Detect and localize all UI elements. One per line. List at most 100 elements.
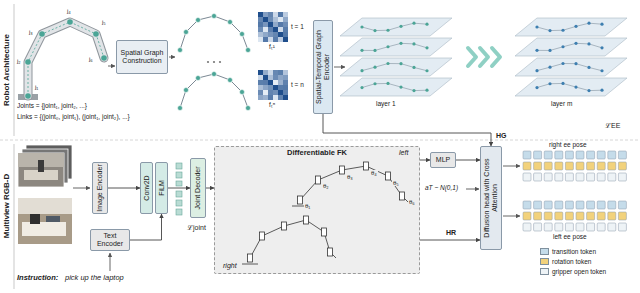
matrix-cell bbox=[273, 70, 278, 75]
node-text: Image Encoder bbox=[96, 164, 104, 212]
token bbox=[618, 212, 626, 220]
matrix-cell bbox=[283, 80, 288, 85]
layer-node bbox=[360, 86, 363, 89]
annotation: Instruction: bbox=[16, 274, 59, 282]
matrix-cell bbox=[273, 75, 278, 80]
node-text: Spatial-Temporal Graph Encoder bbox=[315, 22, 330, 112]
annotation: t = n bbox=[290, 82, 305, 89]
layer-edge bbox=[362, 23, 427, 30]
annotation: right bbox=[222, 262, 238, 269]
encoder-box: Image Encoder bbox=[92, 162, 108, 214]
layer-plane bbox=[515, 18, 627, 36]
matrix-cell bbox=[278, 75, 283, 80]
annotation: right ee pose bbox=[548, 142, 588, 149]
annotation: left bbox=[398, 149, 409, 156]
node-text: Diffusion head with Cross Attention bbox=[483, 148, 498, 248]
node-text: Text Encoder bbox=[93, 232, 127, 247]
token bbox=[555, 173, 563, 181]
token bbox=[587, 151, 595, 159]
matrix-cell bbox=[273, 90, 278, 95]
legend-row: rotation token bbox=[540, 258, 591, 265]
token bbox=[608, 201, 616, 209]
token bbox=[576, 212, 584, 220]
matrix-cell bbox=[258, 75, 263, 80]
layer-plane bbox=[340, 78, 452, 96]
matrix-cell bbox=[278, 22, 283, 27]
token bbox=[534, 173, 542, 181]
layer-node bbox=[574, 42, 577, 45]
token bbox=[555, 223, 563, 231]
layer-node bbox=[548, 49, 551, 52]
layer-node bbox=[561, 45, 564, 48]
annotation: θ₄ bbox=[370, 170, 378, 176]
layer-node bbox=[412, 66, 415, 69]
token bbox=[534, 212, 542, 220]
token bbox=[534, 162, 542, 170]
node-text: Spatial Graph Construction bbox=[119, 49, 165, 64]
token bbox=[576, 201, 584, 209]
token bbox=[608, 162, 616, 170]
annotation: pick up the laptop bbox=[64, 274, 125, 282]
matrix-cell bbox=[268, 80, 273, 85]
layer-node bbox=[587, 42, 590, 45]
annotation: θ₅ bbox=[392, 180, 400, 186]
matrix-cell bbox=[283, 90, 288, 95]
annotation: ℒEE bbox=[604, 122, 621, 129]
layer-node bbox=[386, 45, 389, 48]
token bbox=[544, 212, 552, 220]
flow-arrow bbox=[466, 189, 479, 190]
token bbox=[576, 223, 584, 231]
connector bbox=[456, 160, 480, 161]
matrix-cell bbox=[258, 17, 263, 22]
layer-node bbox=[412, 42, 415, 45]
matrix-cell bbox=[283, 32, 288, 37]
annotation: j₅ bbox=[101, 19, 107, 25]
section-label: Robot Architecture bbox=[3, 33, 11, 107]
annotation: t = 1 bbox=[290, 24, 305, 31]
layer-edge bbox=[537, 83, 602, 90]
token bbox=[544, 201, 552, 209]
matrix-cell bbox=[273, 95, 278, 100]
token bbox=[534, 201, 542, 209]
layer-node bbox=[548, 66, 551, 69]
layer-box: Conv2D bbox=[140, 162, 153, 214]
connector bbox=[323, 114, 491, 146]
flow-arrow bbox=[334, 67, 345, 68]
matrix-cell bbox=[268, 12, 273, 17]
layer-node bbox=[600, 46, 603, 49]
layer-node bbox=[399, 42, 402, 45]
fk-region: Differentiable FK bbox=[214, 146, 420, 274]
matrix-cell bbox=[273, 32, 278, 37]
layer-node bbox=[600, 23, 603, 26]
token bbox=[565, 173, 573, 181]
annotation: j₃ bbox=[28, 29, 34, 35]
layer-node bbox=[373, 66, 376, 69]
layer-node bbox=[561, 62, 564, 65]
matrix-cell bbox=[268, 90, 273, 95]
matrix-cell bbox=[258, 22, 263, 27]
token bbox=[608, 212, 616, 220]
matrix-cell bbox=[283, 22, 288, 27]
matrix-cell bbox=[258, 70, 263, 75]
matrix-cell bbox=[273, 17, 278, 22]
layer-box: FiLM bbox=[155, 162, 168, 214]
encoder-box: Spatial-Temporal Graph Encoder bbox=[313, 20, 333, 114]
matrix-cell bbox=[273, 12, 278, 17]
annotation: fₜ¹ bbox=[268, 44, 276, 51]
matrix-cell bbox=[278, 85, 283, 90]
annotation: Joints = {joint₁, joint₂, ...} bbox=[16, 103, 88, 110]
matrix-cell bbox=[263, 95, 268, 100]
matrix-cell bbox=[258, 12, 263, 17]
annotation: fₜⁿ bbox=[268, 102, 276, 109]
flow-arrow bbox=[503, 216, 520, 217]
token bbox=[544, 173, 552, 181]
matrix-cell bbox=[283, 85, 288, 90]
token bbox=[544, 151, 552, 159]
edge-label: HG bbox=[495, 132, 508, 139]
flow-arrow bbox=[503, 166, 520, 167]
fk-region bbox=[214, 146, 420, 274]
matrix-cell bbox=[263, 32, 268, 37]
token bbox=[618, 201, 626, 209]
layer-node bbox=[425, 23, 428, 26]
matrix-cell bbox=[278, 17, 283, 22]
